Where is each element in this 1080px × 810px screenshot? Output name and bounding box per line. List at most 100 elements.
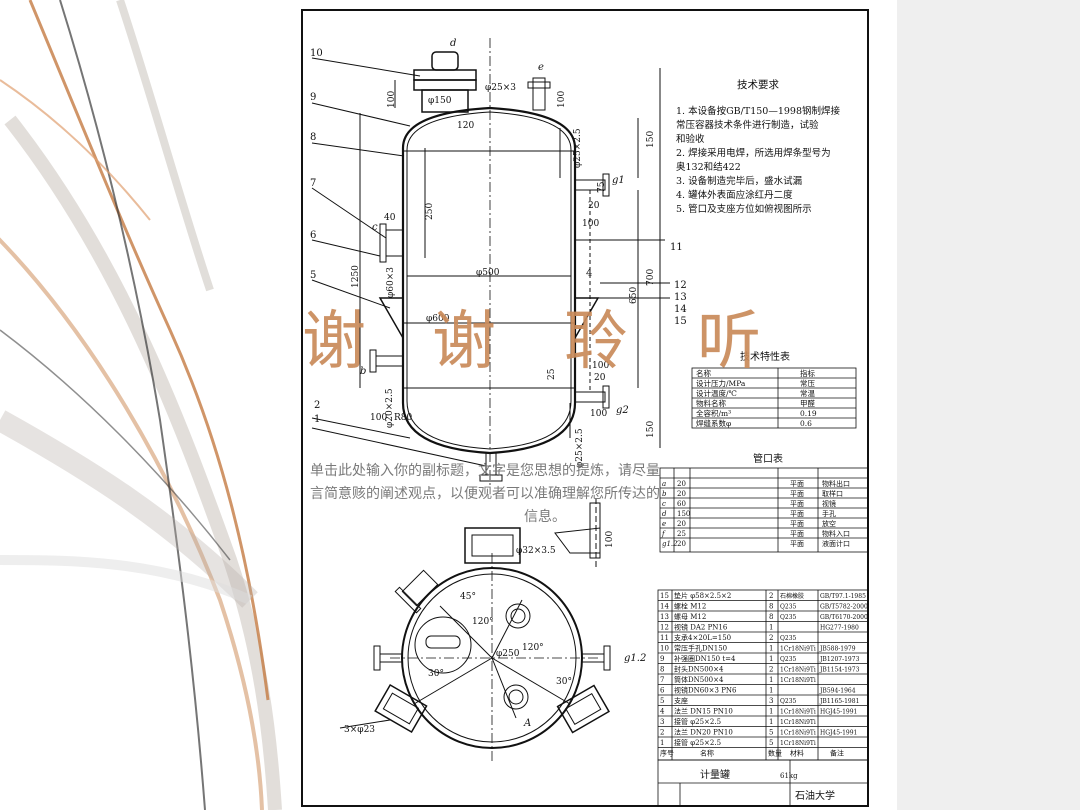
parts-cell-qty: 3 xyxy=(769,697,773,705)
parts-cell-note: HGJ45-1991 xyxy=(820,709,857,716)
dim-3xd23: 3×φ23 xyxy=(344,725,375,735)
dim-100c: 100 xyxy=(582,219,599,229)
parts-cell-name: 视镜DN60×3 PN6 xyxy=(674,686,737,695)
nozzle-A: A xyxy=(523,718,531,729)
parts-cell-name: 常压手孔DN150 xyxy=(674,644,727,653)
nozzle-table-grid xyxy=(659,467,869,553)
nozzle-g12: g1.2 xyxy=(624,653,646,664)
nozzle-table-cell: 平面 xyxy=(790,510,804,518)
tech-req-line: 4. 罐体外表面应涂红丹二度 xyxy=(676,189,793,201)
parts-cell-note: JB588-1979 xyxy=(819,646,856,653)
char-table-cell: 甲醛 xyxy=(800,398,815,408)
parts-cell-note: JB1154-1973 xyxy=(819,667,860,674)
parts-cell-no: 7 xyxy=(660,676,664,684)
parts-cell-qty: 1 xyxy=(769,645,773,653)
parts-cell-no: 10 xyxy=(660,645,669,653)
dim-20a: 20 xyxy=(588,201,600,211)
leader-6: 6 xyxy=(310,230,316,241)
parts-cell-mat: 1Cr18Ni9Ti xyxy=(780,709,816,716)
leader-14: 14 xyxy=(674,304,687,315)
dim-100e: 100 xyxy=(590,409,607,419)
tech-req-line: 1. 本设备按GB/T150—1998钢制焊接 xyxy=(676,105,841,117)
dim-100d: 100 xyxy=(592,361,609,371)
char-table-cell: 常压 xyxy=(800,379,815,388)
parts-cell-no: 12 xyxy=(660,624,669,632)
parts-cell-name: 筒体DN500×4 xyxy=(674,675,724,684)
char-table-cell: 0.19 xyxy=(800,409,817,418)
leader-2: 2 xyxy=(314,400,320,411)
parts-cell-note: GB/T97.1-1985 xyxy=(820,593,866,600)
leader-1: 1 xyxy=(314,414,320,425)
dim-100a: 100 xyxy=(387,91,397,108)
dim-d600: φ600 xyxy=(426,314,450,324)
dim-100-right: 100 xyxy=(557,91,567,108)
parts-cell-name: 支承4×20L=150 xyxy=(674,633,731,642)
parts-cell-qty: 8 xyxy=(769,613,773,621)
char-table-cell: 名称 xyxy=(696,368,711,378)
parts-cell-no: 6 xyxy=(660,687,665,695)
nozzle-table-cell: c xyxy=(662,500,666,508)
angle-30a: 30° xyxy=(428,669,444,679)
nozzle-table-cell: d xyxy=(662,510,667,518)
parts-cell-no: 14 xyxy=(660,603,669,611)
subtitle-line-1: 单击此处输入你的副标题，文字是您思想的提炼，请尽量 xyxy=(310,463,660,479)
nozzle-b: b xyxy=(360,366,366,377)
dim-100b: 100 xyxy=(370,413,387,423)
nozzle-table-cell: 视镜 xyxy=(822,499,836,508)
parts-cell-no: 8 xyxy=(660,666,664,674)
parts-cell-mat: 1Cr18Ni9Ti xyxy=(780,646,816,653)
nozzle-table-cell: 物料出口 xyxy=(822,479,850,488)
title-char-4: 听 xyxy=(697,305,761,379)
char-table-cell: 设计压力/MPa xyxy=(696,378,746,388)
nozzle-table-cell: 平面 xyxy=(790,530,804,538)
leader-7: 7 xyxy=(310,178,316,189)
nozzle-table-title: 管口表 xyxy=(753,452,783,465)
title-char-2: 谢 xyxy=(432,305,496,379)
parts-cell-qty: 1 xyxy=(769,655,773,663)
parts-cell-mat: 1Cr18Ni9Ti xyxy=(780,667,816,674)
vessel-front-view xyxy=(311,38,670,488)
parts-cell-name: 补强圈DN150 t=4 xyxy=(674,654,736,663)
tech-req-title: 技术要求 xyxy=(737,78,779,91)
parts-cell-name: 螺母 M12 xyxy=(674,612,706,621)
nozzle-table-cell: 25 xyxy=(677,530,686,538)
parts-cell-no: 9 xyxy=(660,655,664,663)
dim-250: 250 xyxy=(425,203,435,220)
parts-cell-qty: 1 xyxy=(769,687,773,695)
parts-cell-no: 13 xyxy=(660,613,669,621)
parts-cell-no: 4 xyxy=(660,708,665,716)
nozzle-table-cell: a xyxy=(662,480,666,488)
weight: 61kg xyxy=(780,772,798,780)
parts-header-cell: 材料 xyxy=(790,749,804,758)
angle-45: 45° xyxy=(460,592,476,602)
parts-cell-mat: Q235 xyxy=(780,656,797,663)
school-name: 石油大学 xyxy=(795,789,835,802)
parts-cell-note: JB594-1964 xyxy=(819,688,856,695)
nozzle-table-cell: g1.2 xyxy=(662,540,678,548)
dim-d250: φ250 xyxy=(496,649,520,659)
dim-40: 40 xyxy=(384,213,396,223)
dim-150b: 150 xyxy=(646,421,656,438)
parts-cell-mat: Q235 xyxy=(780,604,797,611)
leader-10: 10 xyxy=(310,48,323,59)
engineering-drawing: 技术要求 1. 本设备按GB/T150—1998钢制焊接 常压容器技术条件进行制… xyxy=(300,8,872,810)
parts-cell-no: 11 xyxy=(660,634,669,642)
parts-cell-mat: Q235 xyxy=(780,614,797,621)
leader-8: 8 xyxy=(310,132,316,143)
nozzle-table-cell: 60 xyxy=(677,500,686,508)
parts-cell-qty: 2 xyxy=(769,634,773,642)
parts-cell-qty: 5 xyxy=(769,739,773,747)
nozzle-table-cell: 平面 xyxy=(790,480,804,488)
tech-req-line: 和验收 xyxy=(676,133,705,145)
dim-75: 75 xyxy=(597,181,607,193)
subtitle-placeholder[interactable]: 单击此处输入你的副标题，文字是您思想的提炼，请尽量 言简意赅的阐述观点，以便观者… xyxy=(310,460,780,529)
nozzle-table-cell: 平面 xyxy=(790,500,804,508)
parts-cell-name: 法兰 DN15 PN10 xyxy=(674,707,733,716)
nozzle-table-cell: 物料入口 xyxy=(822,529,850,538)
subtitle-line-2: 言简意赅的阐述观点，以便观者可以准确理解您所传达的 xyxy=(310,486,660,502)
char-table-cell: 指标 xyxy=(800,368,815,378)
parts-cell-mat: 1Cr18Ni9Ti xyxy=(780,730,816,737)
nozzle-table-cell: f xyxy=(661,530,666,538)
parts-cell-name: 垫片 φ58×2.5×2 xyxy=(674,591,731,600)
leader-4: 4 xyxy=(586,268,592,279)
